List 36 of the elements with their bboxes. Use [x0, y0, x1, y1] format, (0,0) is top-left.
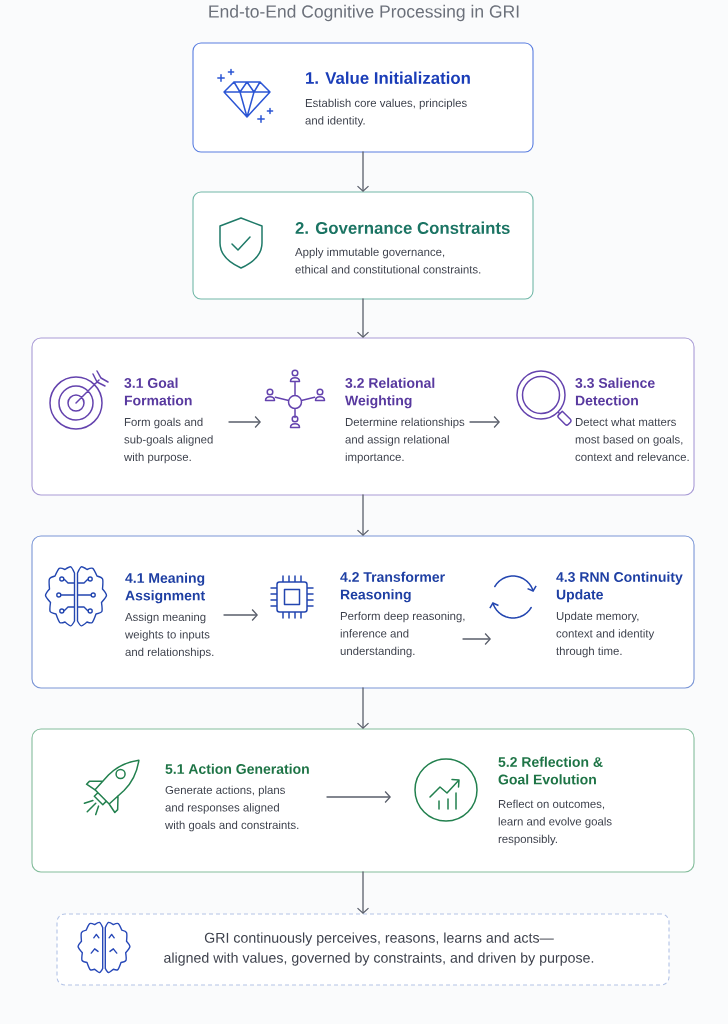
arrow [228, 415, 261, 429]
arrow [356, 151, 370, 192]
step-title: 2. Governance Constraints [295, 221, 510, 234]
stage-panel [31, 535, 695, 689]
step-title: 4.2 Transformer Reasoning [340, 571, 445, 603]
step-description: Update memory, context and identity through time. [556, 611, 655, 658]
step-title: 5.2 Reflection & Goal Evolution [498, 756, 603, 785]
step-title: 3.1 Goal Formation [124, 377, 192, 406]
arrow [356, 687, 370, 729]
arrow [326, 790, 391, 804]
stage-panel [31, 728, 695, 873]
arrow [356, 494, 370, 536]
arrow [356, 298, 370, 338]
step-description: Establish core values, principles and identity. [305, 98, 467, 127]
step-description: Apply immutable governance, ethical and constitutional constraints. [295, 247, 481, 274]
step-title: 4.1 Meaning Assignment [125, 572, 205, 604]
stage-panel [31, 337, 695, 496]
step-description: Perform deep reasoning, inference and understanding. [340, 611, 465, 658]
step-title: 4.3 RNN Continuity Update [556, 571, 683, 603]
step-description: Detect what matters most based on goals, context and relevance. [575, 417, 689, 461]
step-title: 3.3 Salience Detection [575, 377, 655, 406]
step-description: Determine relationships and assign relational importance. [345, 417, 465, 464]
title: End-to-End Cognitive Processing in GRI [209, 4, 519, 22]
step-title: 3.2 Relational Weighting [345, 377, 435, 409]
summary-text: aligned with values, governed by constraints, and driven by purpose. [164, 952, 594, 966]
step-description: Generate actions, plans and responses aligned with goals and constraints. [165, 785, 299, 832]
step-title: 1. Value Initialization [306, 71, 470, 84]
arrow [356, 871, 370, 914]
step-title: 5.1 Action Generation [165, 763, 309, 774]
step-description: Form goals and sub-goals aligned with purpose. [124, 417, 213, 464]
arrow [469, 415, 500, 429]
summary-text: GRI continuously perceives, reasons, learns and acts— [204, 932, 554, 946]
arrow [223, 608, 258, 622]
arrow [462, 632, 491, 646]
step-description: Reflect on outcomes, learn and evolve goals responsibly. [498, 799, 612, 846]
step-description: Assign meaning weights to inputs and relationships. [125, 612, 214, 659]
